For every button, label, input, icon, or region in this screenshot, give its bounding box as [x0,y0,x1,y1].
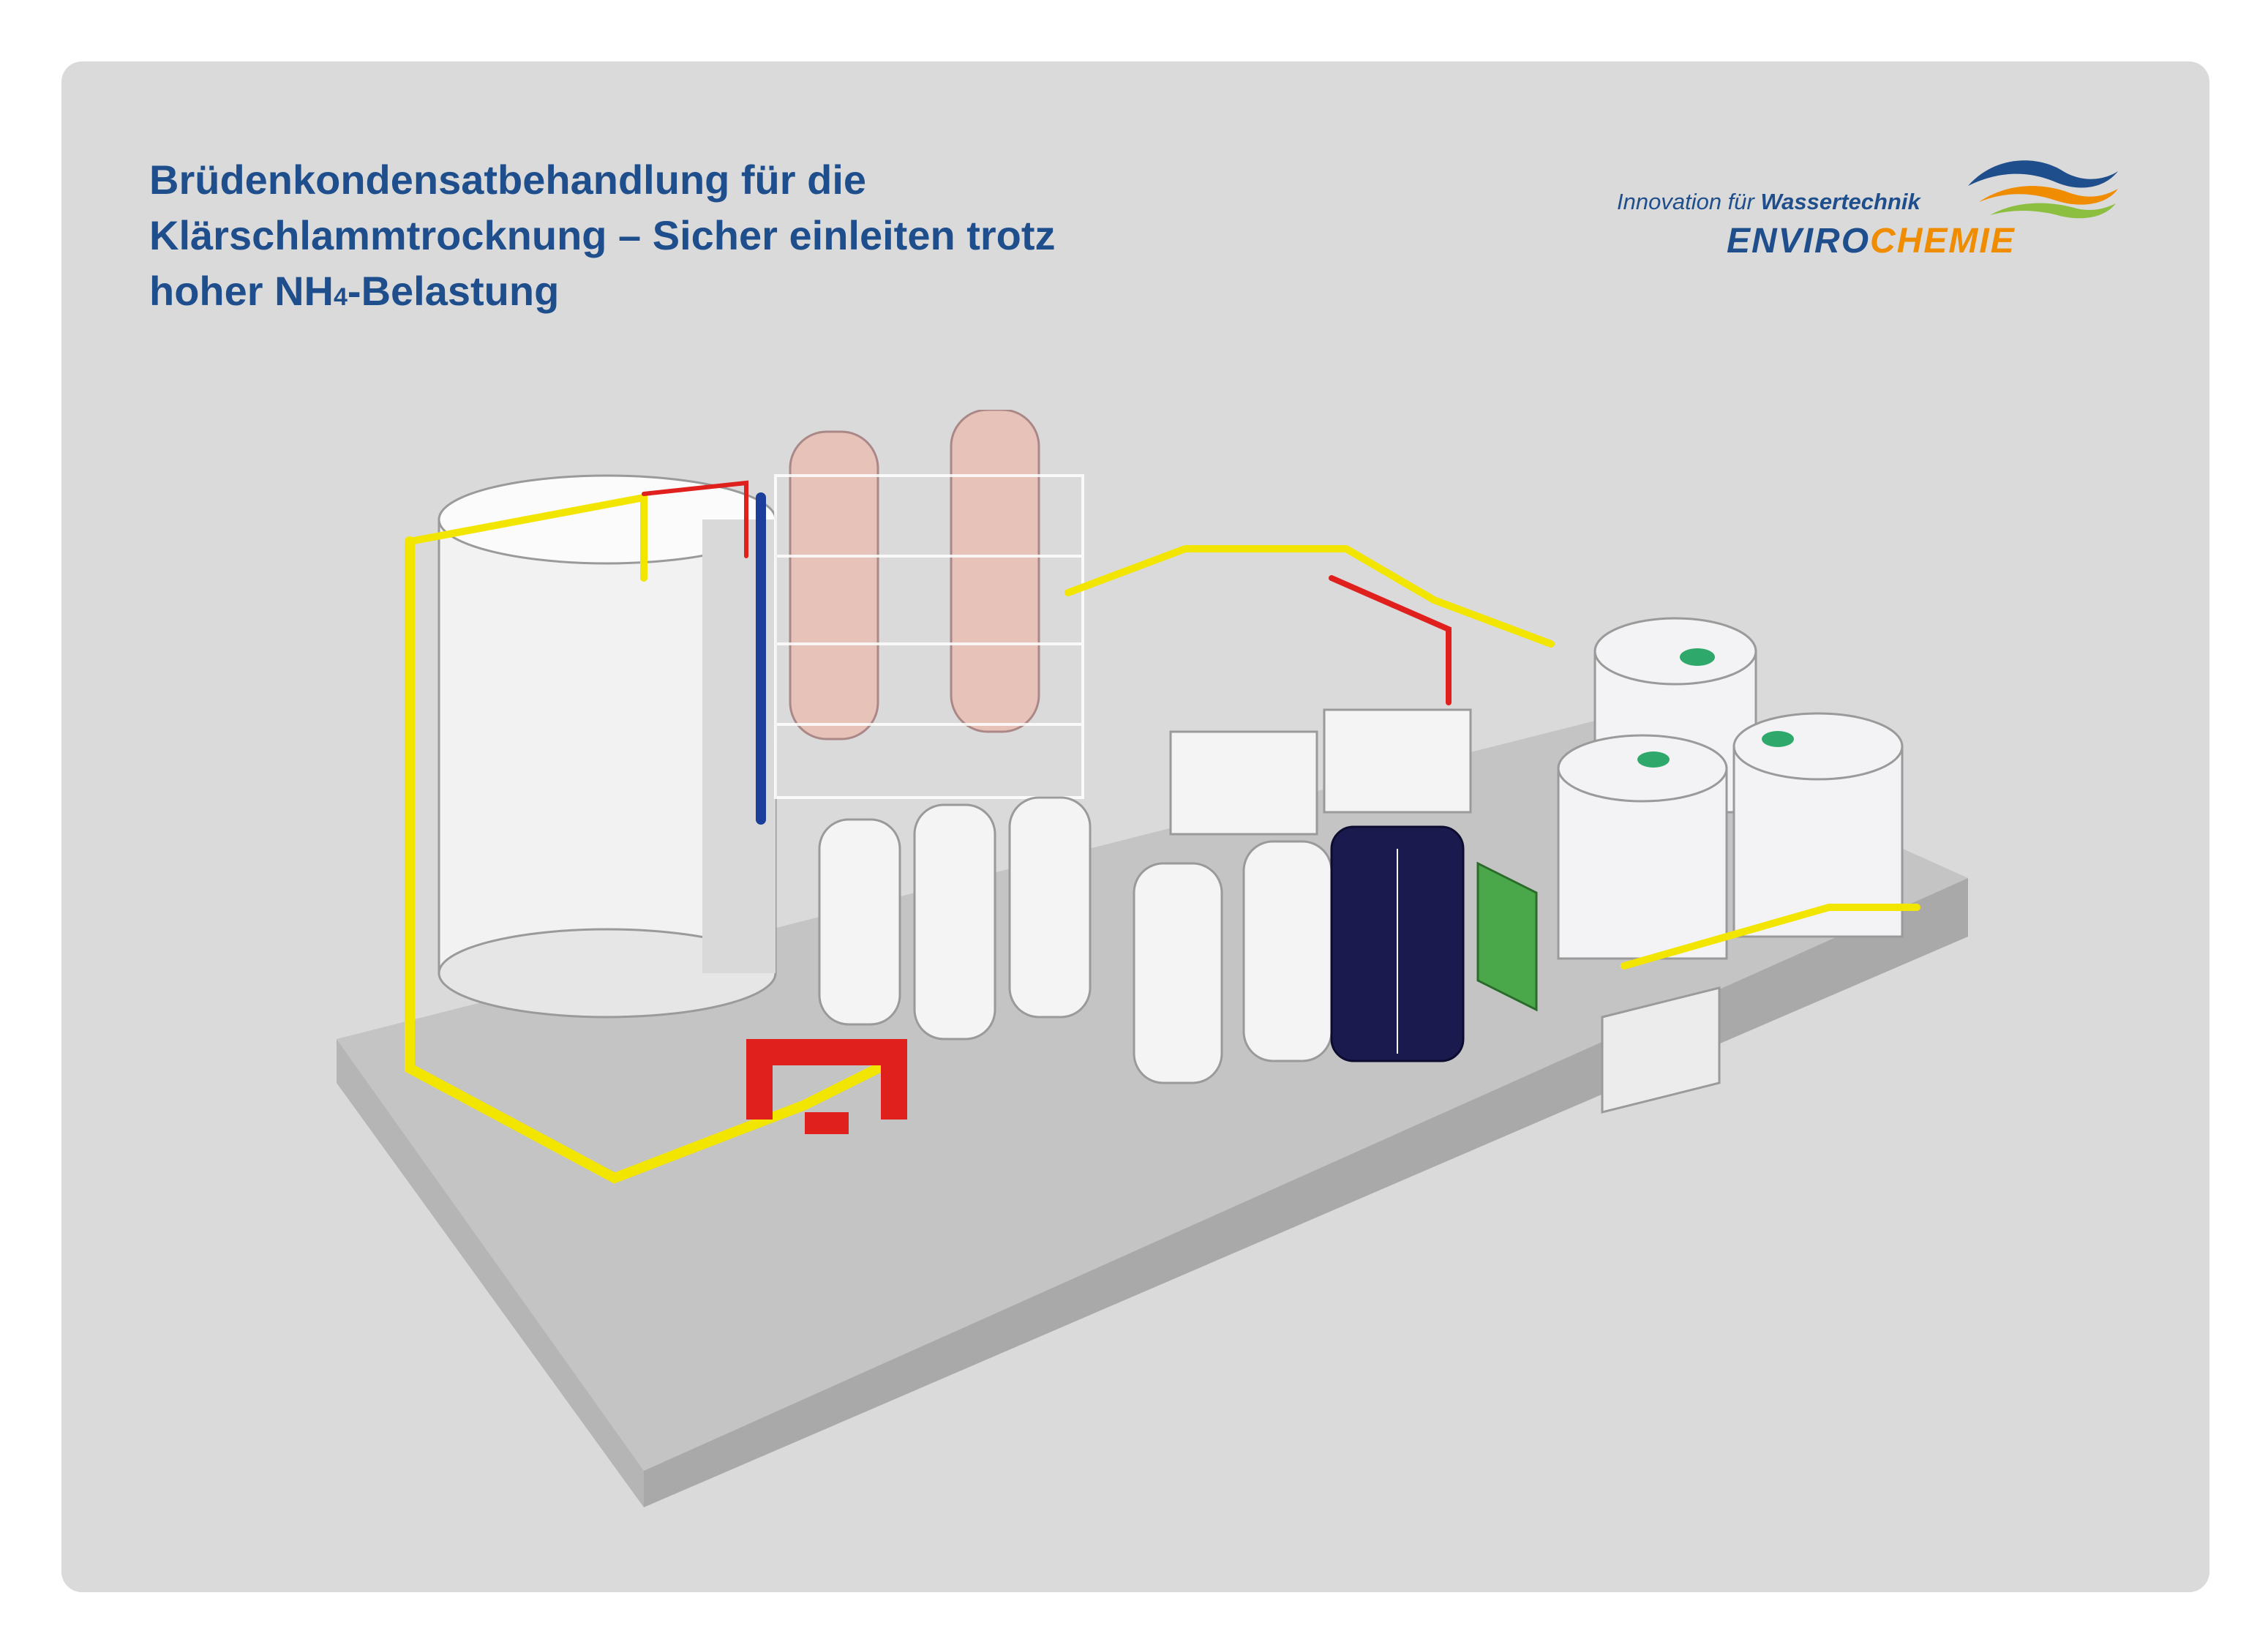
base-platform-side [337,1039,644,1507]
front-cabinet [1601,986,1721,1114]
stripper-column-left [789,430,879,740]
red-pipe [642,480,748,558]
title-line-3: hoher NH4-Belastung [149,268,560,314]
treatment-plant-3d-illustration [337,410,1968,1507]
green-control-cabinet [1476,861,1538,1012]
pipework [405,480,1920,1184]
dark-blue-tank [1330,825,1465,1062]
tank-manholes [1637,648,1794,768]
yellow-main-pipe [405,536,883,1184]
logo-brand: ENVIROCHEMIE [1727,222,2016,260]
wave-logo-icon [1968,160,2118,219]
middle-vessels [818,708,1472,1084]
logo-tagline: Innovation für Wassertechnik [1617,189,1920,214]
stripper-column-right [950,410,1040,733]
large-storage-tank [438,474,777,1019]
page-title: Brüdenkondensatbehandlung für die Klärsc… [149,152,1393,325]
title-line-1: Brüdenkondensatbehandlung für die [149,157,867,203]
right-storage-tanks [1557,617,1904,960]
red-manifold [746,1039,907,1134]
column-scaffold [774,474,1084,799]
title-line-2: Klärschlammtrocknung – Sicher einleiten … [149,212,1056,258]
